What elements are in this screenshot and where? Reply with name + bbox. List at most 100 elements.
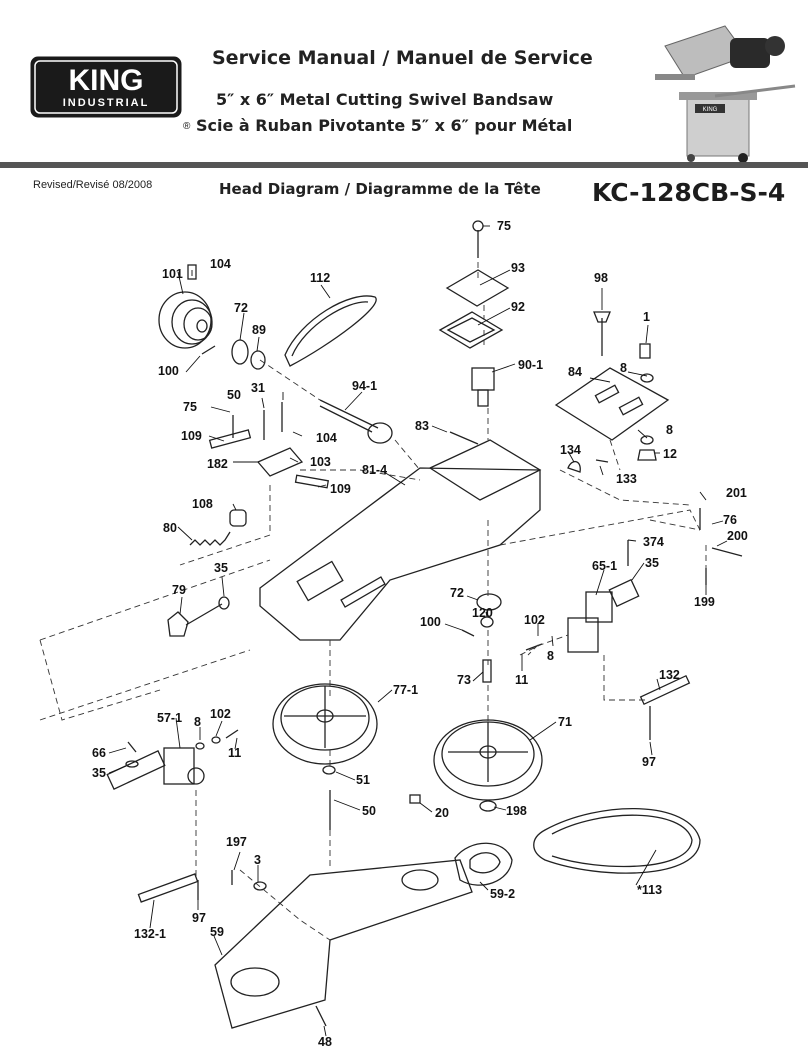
belt-part [284, 295, 377, 367]
part-label: 35 [92, 766, 106, 780]
part-label: 109 [181, 429, 202, 443]
bandsaw-photo: KING [655, 25, 796, 163]
subtitle-en: 5″ x 6″ Metal Cutting Swivel Bandsaw [216, 90, 554, 109]
part-label: 11 [228, 746, 241, 760]
leader-lines [108, 225, 728, 1037]
registered-mark: ® [183, 121, 191, 132]
part-label: 198 [506, 804, 527, 818]
rod-part [137, 873, 199, 903]
knob-part [167, 611, 189, 637]
part-label: 20 [435, 806, 449, 820]
part-label: 57-1 [157, 711, 182, 725]
part-label: 97 [192, 911, 206, 925]
part-label: 100 [158, 364, 179, 378]
part-label: 51 [356, 773, 370, 787]
part-label: 98 [594, 271, 608, 285]
gasket-part [438, 311, 504, 349]
part-label: 103 [310, 455, 331, 469]
part-label: 35 [214, 561, 228, 575]
brand-sub: INDUSTRIAL [63, 97, 150, 109]
arm-casting-part [259, 467, 541, 641]
part-label: 108 [192, 497, 213, 511]
part-labels: 75 93 92 90-1 98 1 84 8 8 12 104 101 112… [92, 219, 748, 1049]
part-label: 12 [663, 447, 677, 461]
part-label: 100 [420, 615, 441, 629]
photo-label: KING [703, 107, 718, 113]
part-label: 182 [207, 457, 228, 471]
part-label: 75 [497, 219, 511, 233]
part-label: 92 [511, 300, 525, 314]
wheel-part [272, 683, 378, 765]
blade-guard-part [214, 859, 473, 1029]
part-label: 65-1 [592, 559, 617, 573]
part-label: 94-1 [352, 379, 377, 393]
part-label: 73 [457, 673, 471, 687]
washer-part [476, 593, 502, 611]
part-label: 59-2 [490, 887, 515, 901]
block-part [256, 447, 304, 477]
part-label: 199 [694, 595, 715, 609]
part-label: 66 [92, 746, 106, 760]
section-title: Head Diagram / Diagramme de la Tête [219, 180, 541, 198]
gear-part [471, 367, 495, 391]
part-label: 48 [318, 1035, 332, 1049]
part-label: 104 [210, 257, 231, 271]
pulley-part [158, 291, 213, 349]
part-label: 132 [659, 668, 680, 682]
blade-part [533, 808, 701, 874]
bolt-part [639, 343, 651, 359]
part-label: 59 [210, 925, 224, 939]
part-label: 3 [254, 853, 261, 867]
part-label: 109 [330, 482, 351, 496]
part-label: 104 [316, 431, 337, 445]
part-label: 79 [172, 583, 186, 597]
assembly-lines [39, 262, 707, 941]
washer-part [231, 339, 249, 365]
part-label: 81-4 [362, 463, 387, 477]
part-label: 89 [252, 323, 266, 337]
part-label: 133 [616, 472, 637, 486]
bearing-guide-part [567, 617, 599, 653]
part-label: 1 [643, 310, 650, 324]
part-label: 102 [210, 707, 231, 721]
part-label: 35 [645, 556, 659, 570]
part-label: 8 [194, 715, 201, 729]
part-label: 84 [568, 365, 582, 379]
setscrew-part [187, 264, 197, 280]
part-label: 80 [163, 521, 177, 535]
part-label: 93 [511, 261, 525, 275]
part-label: 120 [472, 606, 493, 620]
part-label: 8 [547, 649, 554, 663]
header-rule [0, 162, 808, 168]
subtitle-fr: Scie à Ruban Pivotante 5″ x 6″ pour Méta… [196, 116, 573, 135]
part-label: 72 [234, 301, 248, 315]
part-label: 102 [524, 613, 545, 627]
part-label: 8 [666, 423, 673, 437]
part-label: 101 [162, 267, 183, 281]
part-label: 8 [620, 361, 627, 375]
part-label: 72 [450, 586, 464, 600]
part-label: 11 [515, 673, 528, 687]
brand-main: KING [69, 64, 144, 97]
nut-part [637, 449, 657, 461]
part-label: 31 [251, 381, 265, 395]
washer-part [250, 350, 266, 370]
part-label: 76 [723, 513, 737, 527]
part-label: 50 [227, 388, 241, 402]
plate-part [445, 269, 510, 307]
part-label: *113 [637, 883, 662, 897]
rod-part [639, 674, 691, 706]
part-label: 75 [183, 400, 197, 414]
cover-plate-part [454, 842, 513, 886]
part-label: 77-1 [393, 683, 418, 697]
king-logo: KING INDUSTRIAL [30, 56, 182, 118]
spring-part [189, 531, 231, 546]
part-label: 197 [226, 835, 247, 849]
part-label: 50 [362, 804, 376, 818]
page-title: Service Manual / Manuel de Service [212, 47, 593, 69]
revised-date: Revised/Revisé 08/2008 [33, 179, 153, 191]
part-label: 374 [643, 535, 664, 549]
bracket-part [554, 367, 670, 441]
part-label: 83 [415, 419, 429, 433]
